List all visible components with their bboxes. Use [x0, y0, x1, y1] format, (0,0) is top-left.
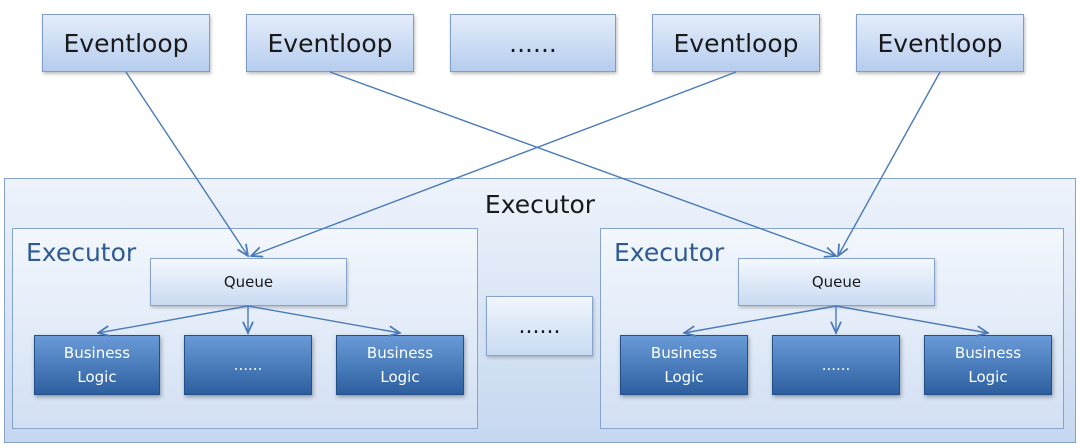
eventloop-label: Eventloop: [877, 28, 1003, 58]
business-logic-line1: Business: [366, 344, 434, 362]
eventloop-label: Eventloop: [63, 28, 189, 58]
executor-ellipsis-box: ......: [486, 296, 593, 356]
business-logic-line1: Business: [63, 344, 131, 362]
business-logic-line2: Logic: [380, 368, 420, 386]
eventloop-ellipsis-box: ......: [450, 14, 616, 72]
eventloop-box-4: Eventloop: [856, 14, 1024, 72]
eventloop-label: ......: [509, 28, 557, 58]
business-logic-line2: Logic: [968, 368, 1008, 386]
eventloop-label: Eventloop: [673, 28, 799, 58]
business-logic-ellipsis-box: ......: [184, 335, 312, 395]
eventloop-box-3: Eventloop: [652, 14, 820, 72]
eventloop-label: Eventloop: [267, 28, 393, 58]
business-logic-line2: Logic: [664, 368, 704, 386]
queue-box-right: Queue: [738, 258, 935, 306]
queue-label: Queue: [811, 273, 862, 291]
business-logic-line1: ......: [821, 356, 851, 374]
queue-box-left: Queue: [150, 258, 347, 306]
executor-right-title: Executor: [614, 238, 725, 267]
outer-executor-title: Executor: [484, 190, 596, 219]
business-logic-line1: Business: [650, 344, 718, 362]
business-logic-line1: ......: [233, 356, 263, 374]
business-logic-ellipsis-box: ......: [772, 335, 900, 395]
eventloop-box-2: Eventloop: [246, 14, 414, 72]
business-logic-line2: Logic: [77, 368, 117, 386]
business-logic-line1: Business: [954, 344, 1022, 362]
eventloop-box-1: Eventloop: [42, 14, 210, 72]
executor-ellipsis-label: ......: [518, 313, 561, 339]
executor-left-title: Executor: [26, 238, 137, 267]
queue-label: Queue: [223, 273, 274, 291]
